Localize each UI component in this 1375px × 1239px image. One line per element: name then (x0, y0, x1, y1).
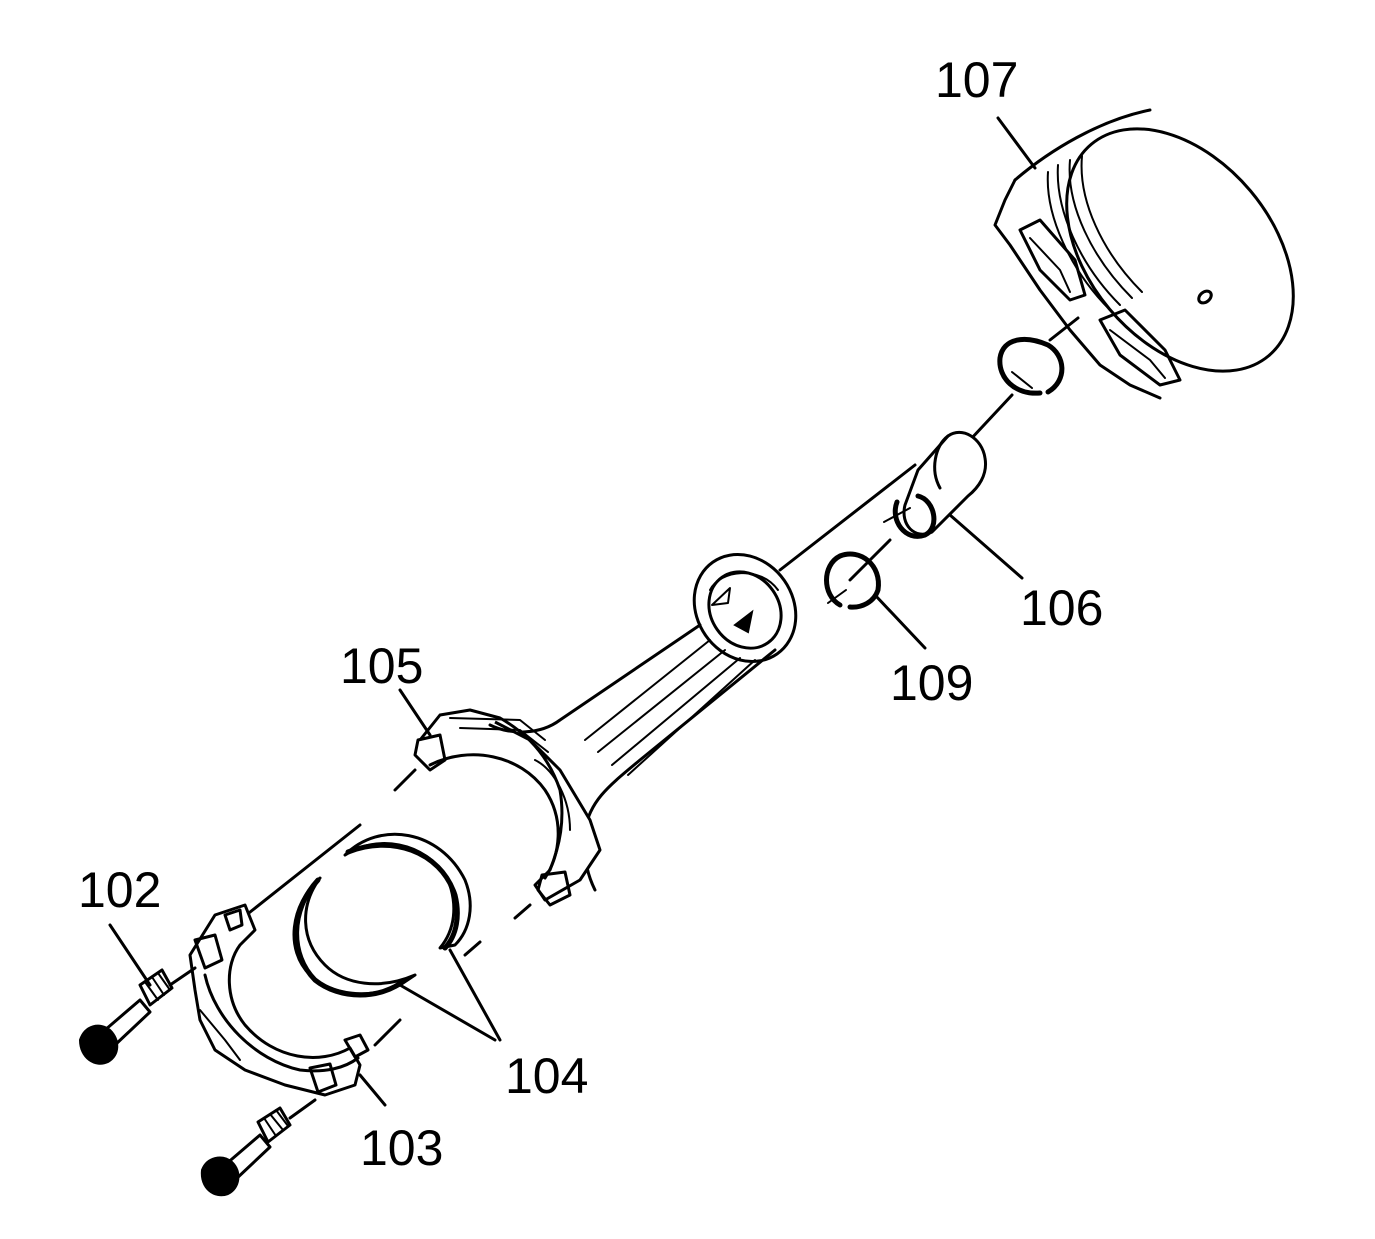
bearing-lower-shell (292, 876, 417, 998)
bearing-upper-shell (343, 832, 472, 951)
retaining-ring-109 (824, 551, 881, 610)
connecting-rod (413, 552, 798, 907)
leader-109 (873, 593, 927, 650)
callout-109: 109 (890, 655, 973, 711)
alignment-line (778, 463, 917, 572)
leader-lines (108, 116, 1037, 1107)
leader-107 (996, 116, 1037, 170)
callout-106: 106 (1020, 580, 1103, 636)
callout-103: 103 (360, 1120, 443, 1176)
leader-104a (448, 948, 502, 1042)
callout-105: 105 (340, 638, 423, 694)
leader-104b (398, 983, 497, 1042)
leader-102 (108, 923, 152, 987)
callout-102: 102 (78, 862, 161, 918)
rod-bolt-lower (200, 1098, 317, 1197)
piston (993, 108, 1295, 400)
alignment-line (1048, 316, 1080, 342)
piston-pin (883, 430, 988, 539)
leader-105 (398, 688, 432, 737)
leader-103 (358, 1073, 387, 1107)
retaining-ring-upper (997, 336, 1065, 396)
alignment-dashes (238, 768, 532, 1047)
rod-bolt-upper (78, 966, 197, 1065)
leader-106 (948, 513, 1024, 580)
rod-cap (188, 903, 370, 1097)
callout-104: 104 (505, 1048, 588, 1104)
callout-107: 107 (935, 52, 1018, 108)
alignment-line (968, 393, 1014, 442)
